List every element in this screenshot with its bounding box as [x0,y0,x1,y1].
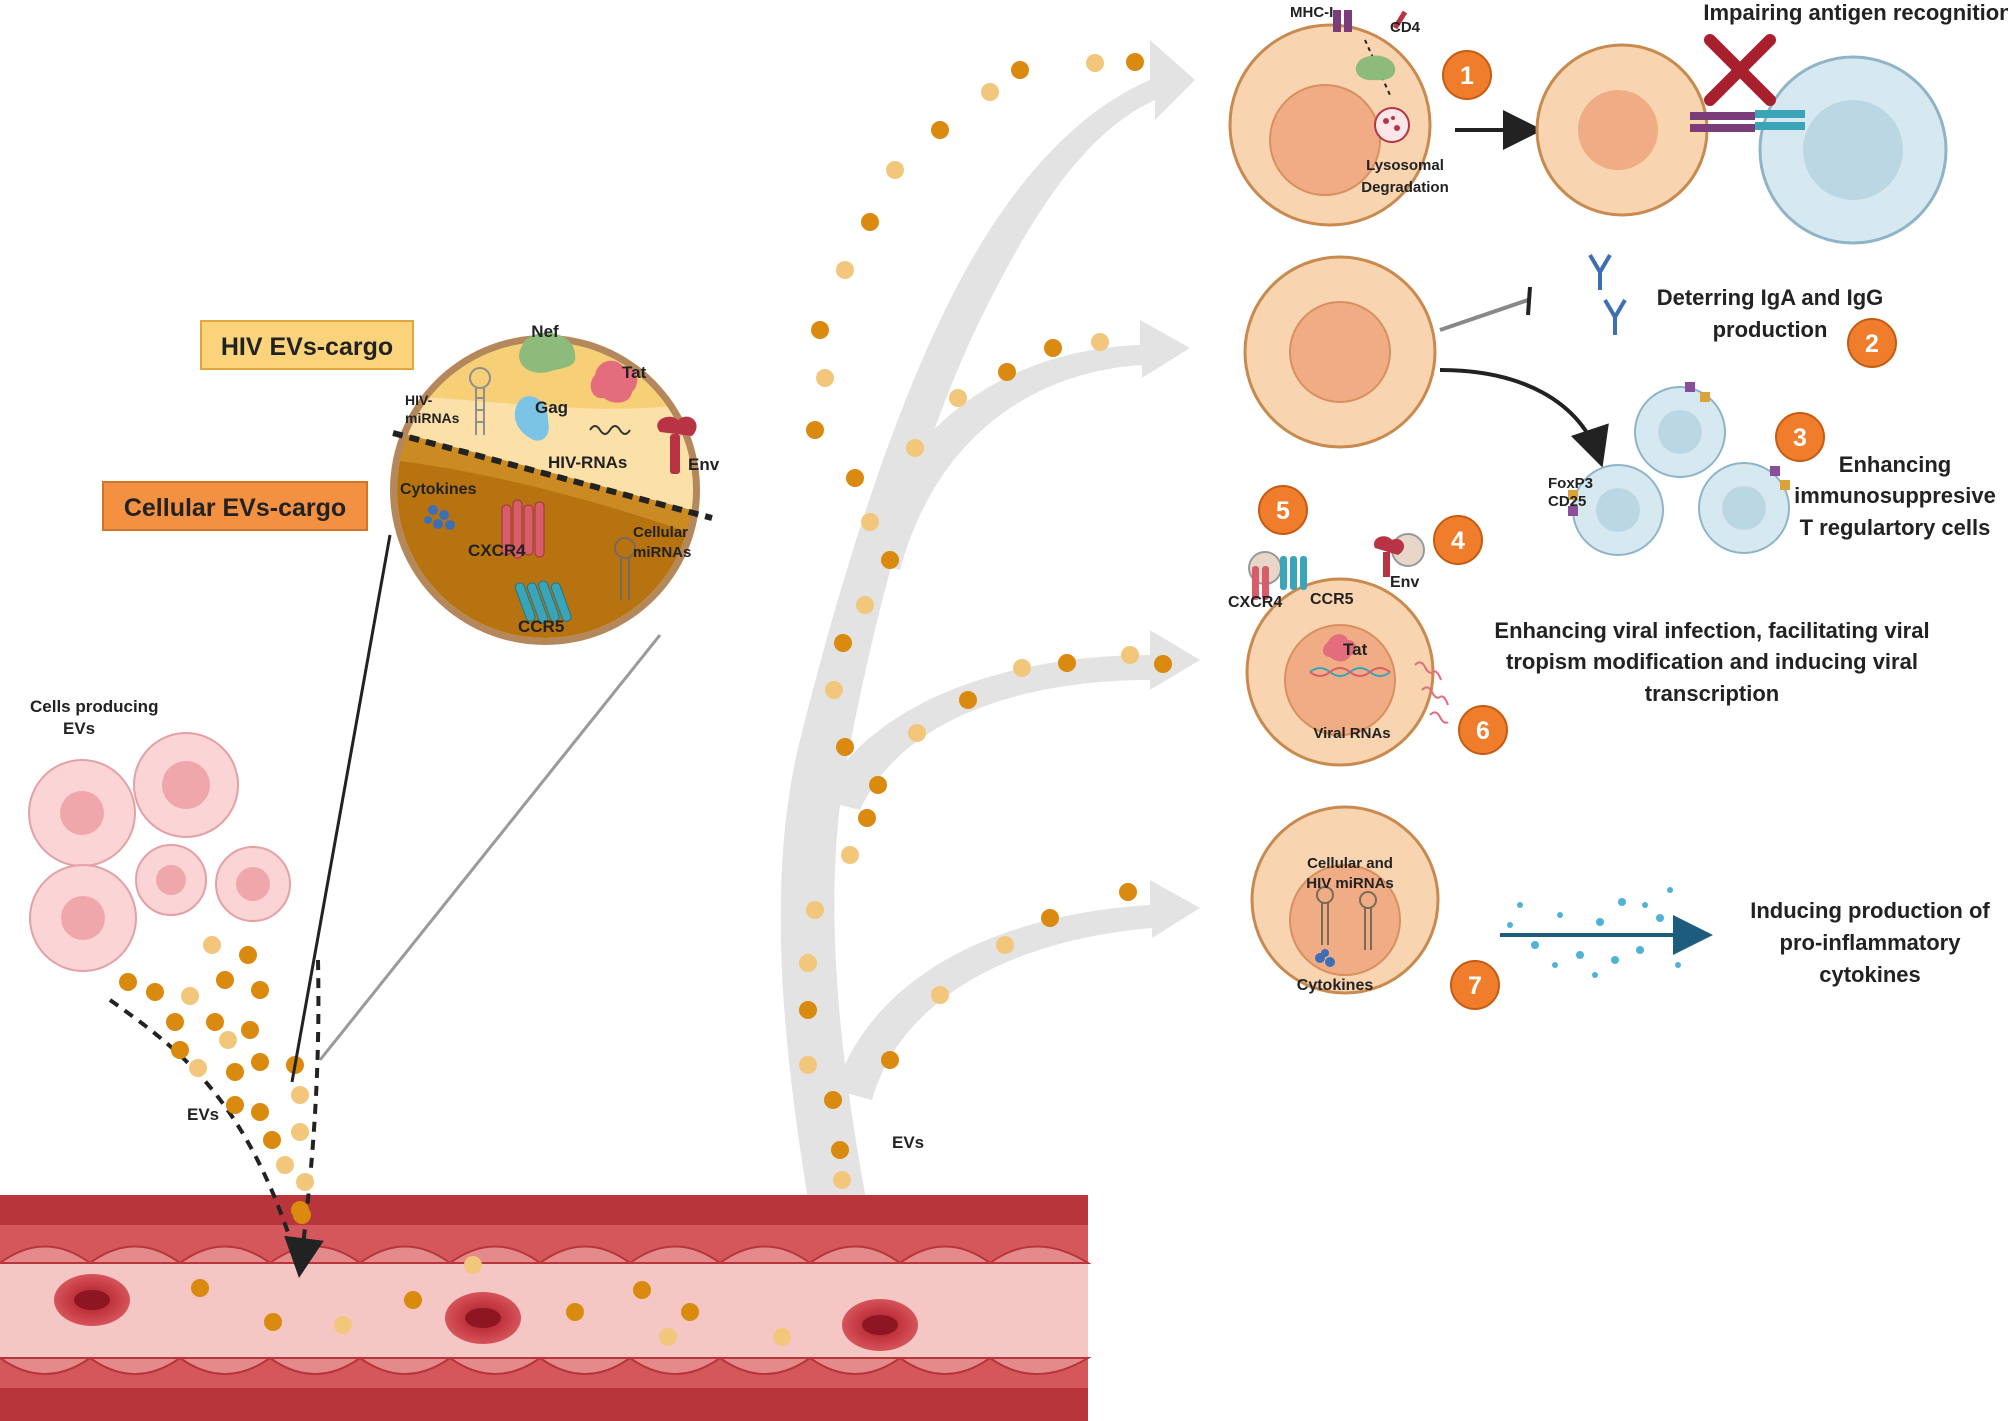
badge-5 [1258,485,1308,535]
badge-3 [1775,412,1825,462]
effect-7-title-1: Inducing production of [1750,898,1990,923]
label-cxcr4-e5: CXCR4 [1228,594,1282,611]
zoom-line-right [318,634,662,1061]
cytokine-spray-icon [1507,887,1681,978]
badge-7 [1450,960,1500,1010]
badge-6 [1458,705,1508,755]
effect-2-title-2: production [1713,317,1828,342]
label-cd25: CD25 [1548,493,1586,510]
pathway-branch-4 [835,880,1200,1100]
label-hiv-mirnas-2: miRNAs [405,410,460,426]
mirna-hairpins-icon [1316,886,1377,950]
cytokine-dots-icon [1315,949,1335,967]
pathway-trunk [780,40,1195,1270]
producing-cells [28,732,291,972]
effect-1-antigen-recognition: 1 MHC-I CD4 Lysosomal Degradation Impair… [1228,0,2008,245]
tat-icon [1322,634,1356,662]
effect-456-title-2: tropism modification and inducing viral [1506,649,1918,674]
label-mhc: MHC-I [1290,4,1333,21]
label-cells-producing-1: Cells producing [30,697,158,716]
label-ccr5-e5: CCR5 [1310,591,1354,608]
ccr5-receptor-icon [514,580,572,624]
released-evs [108,936,324,1278]
label-hiv-mirnas-1: HIV- [405,392,433,408]
effect-7-title-2: pro-inflammatory [1780,930,1962,955]
blood-vessel [0,1195,1092,1421]
zoom-line-left [290,534,392,1083]
effect-3-title-2: immunosuppresive [1794,483,1996,508]
label-cellular-hiv-mirnas-2: HIV miRNAs [1306,875,1394,892]
pathway-branch-3 [820,630,1200,810]
svg-text:5: 5 [1276,497,1290,525]
label-tat-e6: Tat [1343,640,1368,659]
label-cytokines-e7: Cytokines [1297,977,1374,994]
effect-7-title-3: cytokines [1819,962,1921,987]
pathway-branch-2 [860,320,1190,570]
nef-icon [1355,55,1396,81]
effect-2-title-1: Deterring IgA and IgG [1657,285,1884,310]
hiv-evs-cargo-label: HIV EVs-cargo [200,320,414,370]
effect-456-title-1: Enhancing viral infection, facilitating … [1494,618,1929,643]
label-lysosomal-2: Degradation [1361,179,1449,196]
effect-2-3-antibodies-tregs: 2 3 Deterring IgA and IgG production Enh… [1243,253,1996,556]
cellular-mirna-icon [614,537,636,600]
gag-protein-icon [514,396,549,441]
hiv-mirna-icon [469,367,491,435]
badge-1 [1442,50,1492,100]
label-cellular-hiv-mirnas-1: Cellular and [1307,855,1393,872]
svg-text:4: 4 [1451,527,1465,555]
effect-456-title-3: transcription [1645,681,1779,706]
label-cd4: CD4 [1390,19,1421,36]
tat-protein-icon [590,360,638,403]
badge-4 [1433,515,1483,565]
label-cells-producing-2: EVs [63,719,95,738]
label-ccr5: CCR5 [518,617,564,636]
badge-2 [1847,318,1897,368]
label-cellular-mirnas-1: Cellular [633,524,688,541]
label-hiv-rnas: HIV-RNAs [548,453,627,472]
ev-cargo-circle: Nef Tat Gag HIV- miRNAs HIV-RNAs Env Cyt… [390,322,720,645]
label-viral-rnas: Viral RNAs [1313,725,1390,742]
label-env: Env [688,455,720,474]
effect-3-title-1: Enhancing [1839,452,1951,477]
label-foxp3: FoxP3 [1548,475,1593,492]
svg-text:3: 3 [1793,424,1807,452]
viral-rna-icon [1414,661,1449,724]
label-gag: Gag [535,398,568,417]
env-protein-icon [657,416,697,474]
effect-4-5-6-viral-infection: 5 4 6 CXCR4 CCR5 Env Tat Viral RNAs Enha… [1228,485,1930,767]
svg-text:1: 1 [1460,62,1474,90]
label-lysosomal-1: Lysosomal [1366,157,1444,174]
ev-pathway-arrows [780,40,1200,1270]
label-cytokines: Cytokines [400,481,477,498]
svg-text:2: 2 [1865,330,1879,358]
label-env-e4: Env [1390,574,1419,591]
hiv-rna-icon [589,425,631,435]
label-evs-center: EVs [892,1133,924,1152]
effect-7-cytokines: 7 Cellular and HIV miRNAs Cytokines Indu… [1250,805,1990,1010]
svg-text:6: 6 [1476,717,1490,745]
label-cxcr4: CXCR4 [468,541,526,560]
block-x-icon [1704,34,1776,106]
label-cellular-mirnas-2: miRNAs [633,544,691,561]
cellular-evs-cargo-label: Cellular EVs-cargo [102,481,368,531]
cxcr4-receptor-icon [501,499,545,559]
cytokines-icon [424,505,455,530]
antibody-icon [1588,253,1627,335]
pathway-ev-dots [799,53,1172,1291]
label-nef: Nef [531,322,559,341]
label-evs-left: EVs [187,1105,219,1124]
svg-text:7: 7 [1468,972,1482,1000]
effect-1-title: Impairing antigen recognition [1703,0,2008,25]
effect-3-title-3: T regulartory cells [1800,515,1991,540]
label-tat: Tat [622,363,647,382]
nef-protein-icon [519,332,576,373]
lysosome-icon [1374,107,1410,143]
